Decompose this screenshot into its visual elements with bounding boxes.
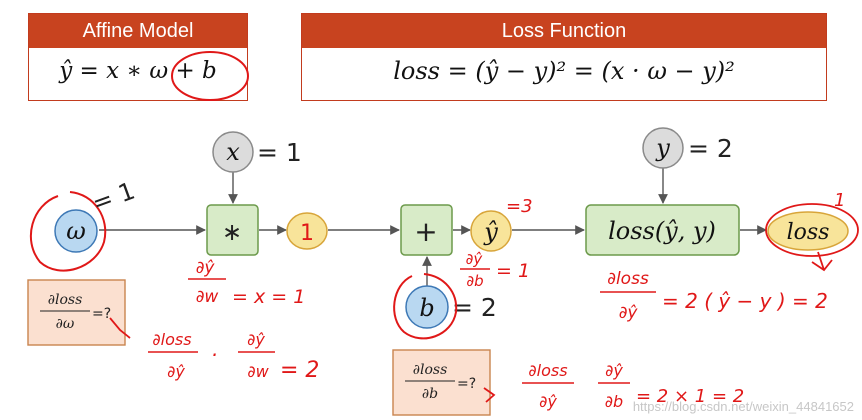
b-node [405,285,449,329]
loss-out-label: loss [787,220,830,245]
loss-function-box: Loss Function loss = (ŷ − y)² = (x · ω −… [301,13,827,101]
affine-model-header: Affine Model [29,14,247,48]
ink-circle-w [30,191,107,272]
y-node [642,127,684,169]
ink-dloss-dyhat-den: ∂ŷ [619,303,639,323]
watermark-url: https://blog.csdn.net/weixin_44841652 [632,399,854,414]
loss-out-node [767,211,849,251]
x-node [212,131,254,173]
ink-chain-w-rest: = 2 [280,358,319,383]
grad-w-den: ∂ω [56,316,75,332]
affine-model-box: Affine Model ŷ = x ∗ ω + b [28,13,248,101]
grad-w-box [27,279,126,346]
ink-chain-b-den1: ∂ŷ [539,392,557,411]
affine-formula-main: ŷ = x ∗ ω [59,58,176,84]
ink-dyhat-db-num: ∂ŷ [466,250,484,268]
w-node [54,209,98,253]
ink-chain-b-num2: ∂ŷ [605,361,623,380]
yhat-node-label: ŷ [483,218,498,246]
grad-b-num: ∂loss [413,362,448,378]
ink-dloss-dyhat-num: ∂loss [607,269,649,289]
loss-op-label: loss(ŷ, y) [608,217,716,245]
ink-chain-b-num1: ∂loss [528,361,567,380]
grad-w-num: ∂loss [48,292,83,308]
ink-circle-loss [765,203,859,257]
graph-edges [99,166,767,286]
ink-chain-w-den2: ∂w [247,362,269,381]
grad-b-q: =? [457,376,476,392]
ink-dloss-dyhat-rest: = 2 ( ŷ − y ) = 2 [662,289,828,313]
ink-chain-b-rest: = 2 × 1 = 2 [636,386,744,407]
mul-out-node [286,212,328,250]
ink-mark-b [483,387,496,403]
mul-node-label: ∗ [222,218,242,246]
yhat-node [470,210,512,252]
add-node-label: + [414,215,437,248]
y-value: = 2 [688,134,733,163]
affine-formula-bias: + b [175,58,217,84]
ink-dyhat-dw-rest: = x = 1 [232,286,305,308]
grad-b-den: ∂b [422,386,438,402]
b-node-label: b [419,294,434,322]
ink-chain-w-dot: · [211,343,217,367]
loss-value: 1 [834,190,845,211]
w-node-label: ω [66,217,86,245]
ink-chain-w-num2: ∂ŷ [247,330,265,349]
mul-node [206,204,259,256]
ink-dyhat-db-den: ∂b [466,272,483,290]
ink-chain-b-den2: ∂b [605,392,623,411]
loss-op-node [585,204,740,256]
add-node [400,204,453,256]
grad-w-q: =? [92,306,111,322]
ink-circle-b [393,273,458,340]
ink-dyhat-db-rest: = 1 [496,260,530,282]
ink-dyhat-dw-num: ∂ŷ [196,258,216,278]
ink-chain-w-num1: ∂loss [152,330,191,349]
grad-b-box [392,349,491,416]
ink-circle-bias [171,51,249,101]
loss-function-header: Loss Function [302,14,826,48]
ink-dyhat-dw-den: ∂w [196,287,219,307]
w-value: = 1 [88,177,138,218]
loss-function-formula: loss = (ŷ − y)² = (x · ω − y)² [393,57,735,85]
affine-model-formula: ŷ = x ∗ ω + b [29,48,247,94]
b-value: = 2 [452,293,497,322]
handwritten-annotations: = 1 =3 1 ∂ŷ ∂w = x = 1 ∂ŷ ∂b = 1 ∂loss ∂… [30,51,859,411]
x-value: = 1 [257,138,302,167]
mul-out-label: 1 [300,221,314,246]
ink-arrow-loss [811,251,833,272]
ink-mark-w [109,317,131,339]
ink-chain-w-den1: ∂ŷ [167,362,185,381]
x-node-label: x [226,138,240,166]
y-node-label: y [655,134,670,162]
yhat-value: =3 [506,196,533,217]
